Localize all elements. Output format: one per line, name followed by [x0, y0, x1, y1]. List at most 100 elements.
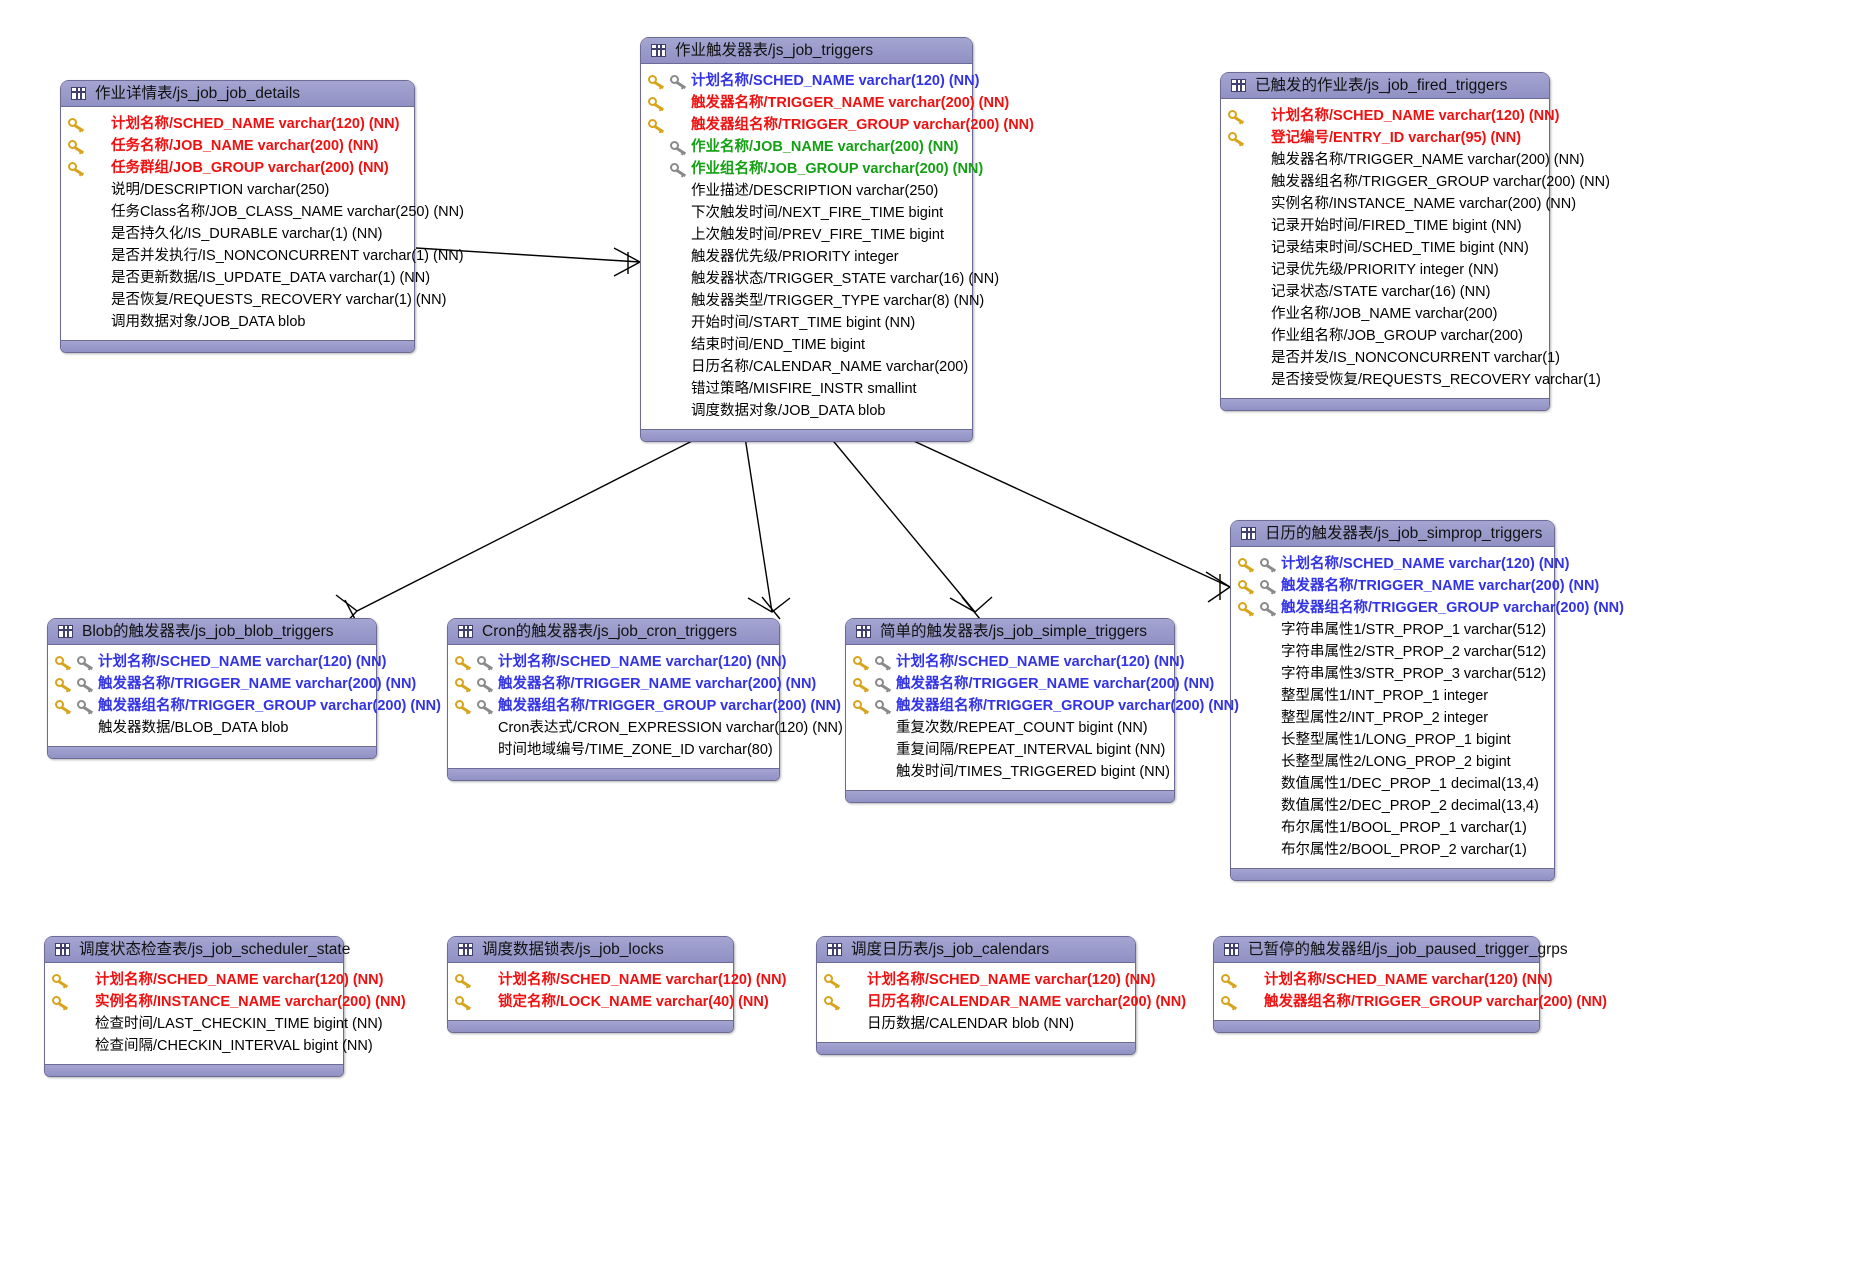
- entity-js-job-cron-triggers[interactable]: Cron的触发器表/js_job_cron_triggers 计划名称/SCHED…: [447, 618, 843, 781]
- entity-header[interactable]: 已触发的作业表/js_job_fired_triggers: [1221, 73, 1549, 99]
- entity-field-row[interactable]: 日历名称/CALENDAR_NAME varchar(200): [641, 356, 972, 378]
- entity-field-row[interactable]: 触发器数据/BLOB_DATA blob: [48, 717, 376, 739]
- entity-field-row[interactable]: 整型属性2/INT_PROP_2 integer: [1231, 707, 1554, 729]
- entity-field-row[interactable]: 数值属性2/DEC_PROP_2 decimal(13,4): [1231, 795, 1554, 817]
- entity-field-row[interactable]: 是否持久化/IS_DURABLE varchar(1) (NN): [61, 223, 414, 245]
- entity-js-job-fired-triggers[interactable]: 已触发的作业表/js_job_fired_triggers 计划名称/SCHED_…: [1220, 72, 1610, 411]
- entity-field-row[interactable]: 记录开始时间/FIRED_TIME bigint (NN): [1221, 215, 1549, 237]
- entity-field-row[interactable]: 下次触发时间/NEXT_FIRE_TIME bigint: [641, 202, 972, 224]
- entity-field-row[interactable]: 重复次数/REPEAT_COUNT bigint (NN): [846, 717, 1174, 739]
- entity-field-row[interactable]: 触发器类型/TRIGGER_TYPE varchar(8) (NN): [641, 290, 984, 312]
- entity-field-row[interactable]: 触发时间/TIMES_TRIGGERED bigint (NN): [846, 761, 1174, 783]
- entity-js-job-triggers[interactable]: 作业触发器表/js_job_triggers 计划名称/SCHED_NAME va…: [640, 37, 1034, 442]
- entity-field-row[interactable]: 锁定名称/LOCK_NAME varchar(40) (NN): [448, 991, 769, 1013]
- entity-field-row[interactable]: 调度数据对象/JOB_DATA blob: [641, 400, 972, 422]
- entity-field-row[interactable]: 触发器组名称/TRIGGER_GROUP varchar(200) (NN): [48, 695, 441, 717]
- entity-field-row[interactable]: 触发器名称/TRIGGER_NAME varchar(200) (NN): [846, 673, 1214, 695]
- entity-js-job-scheduler-state[interactable]: 调度状态检查表/js_job_scheduler_state 计划名称/SCHED…: [44, 936, 406, 1077]
- entity-field-row[interactable]: 日历名称/CALENDAR_NAME varchar(200) (NN): [817, 991, 1186, 1013]
- entity-field-row[interactable]: 重复间隔/REPEAT_INTERVAL bigint (NN): [846, 739, 1174, 761]
- entity-field-row[interactable]: 任务Class名称/JOB_CLASS_NAME varchar(250) (N…: [61, 201, 464, 223]
- entity-field-row[interactable]: 上次触发时间/PREV_FIRE_TIME bigint: [641, 224, 972, 246]
- entity-field-row[interactable]: 结束时间/END_TIME bigint: [641, 334, 972, 356]
- entity-header[interactable]: 作业触发器表/js_job_triggers: [641, 38, 972, 64]
- entity-field-row[interactable]: 计划名称/SCHED_NAME varchar(120) (NN): [1214, 969, 1552, 991]
- entity-field-row[interactable]: 计划名称/SCHED_NAME varchar(120) (NN): [448, 651, 786, 673]
- entity-header[interactable]: 简单的触发器表/js_job_simple_triggers: [846, 619, 1174, 645]
- entity-header[interactable]: 日历的触发器表/js_job_simprop_triggers: [1231, 521, 1554, 547]
- entity-field-row[interactable]: 作业名称/JOB_NAME varchar(200): [1221, 303, 1549, 325]
- entity-field-row[interactable]: 长整型属性1/LONG_PROP_1 bigint: [1231, 729, 1554, 751]
- entity-js-job-locks[interactable]: 调度数据锁表/js_job_locks 计划名称/SCHED_NAME varch…: [447, 936, 786, 1033]
- entity-field-row[interactable]: 是否并发执行/IS_NONCONCURRENT varchar(1) (NN): [61, 245, 464, 267]
- entity-header[interactable]: Cron的触发器表/js_job_cron_triggers: [448, 619, 779, 645]
- entity-field-row[interactable]: 计划名称/SCHED_NAME varchar(120) (NN): [1221, 105, 1559, 127]
- entity-field-row[interactable]: 布尔属性1/BOOL_PROP_1 varchar(1): [1231, 817, 1554, 839]
- entity-field-row[interactable]: 实例名称/INSTANCE_NAME varchar(200) (NN): [45, 991, 406, 1013]
- entity-header[interactable]: 调度状态检查表/js_job_scheduler_state: [45, 937, 350, 963]
- entity-field-row[interactable]: 字符串属性2/STR_PROP_2 varchar(512): [1231, 641, 1554, 663]
- entity-field-row[interactable]: 调用数据对象/JOB_DATA blob: [61, 311, 414, 333]
- entity-field-row[interactable]: 是否并发/IS_NONCONCURRENT varchar(1): [1221, 347, 1560, 369]
- entity-js-job-simple-triggers[interactable]: 简单的触发器表/js_job_simple_triggers 计划名称/SCHED…: [845, 618, 1239, 803]
- entity-field-row[interactable]: 日历数据/CALENDAR blob (NN): [817, 1013, 1135, 1035]
- entity-field-row[interactable]: 计划名称/SCHED_NAME varchar(120) (NN): [61, 113, 414, 135]
- entity-field-row[interactable]: 长整型属性2/LONG_PROP_2 bigint: [1231, 751, 1554, 773]
- entity-field-row[interactable]: 字符串属性1/STR_PROP_1 varchar(512): [1231, 619, 1554, 641]
- entity-field-row[interactable]: 触发器名称/TRIGGER_NAME varchar(200) (NN): [448, 673, 816, 695]
- entity-field-row[interactable]: 登记编号/ENTRY_ID varchar(95) (NN): [1221, 127, 1549, 149]
- entity-field-row[interactable]: 触发器名称/TRIGGER_NAME varchar(200) (NN): [48, 673, 416, 695]
- entity-field-row[interactable]: 触发器组名称/TRIGGER_GROUP varchar(200) (NN): [1214, 991, 1607, 1013]
- entity-field-row[interactable]: 触发器名称/TRIGGER_NAME varchar(200) (NN): [1221, 149, 1584, 171]
- entity-field-row[interactable]: 任务名称/JOB_NAME varchar(200) (NN): [61, 135, 414, 157]
- entity-field-row[interactable]: 记录优先级/PRIORITY integer (NN): [1221, 259, 1549, 281]
- entity-js-job-blob-triggers[interactable]: Blob的触发器表/js_job_blob_triggers 计划名称/SCHED…: [47, 618, 441, 759]
- entity-field-row[interactable]: 触发器优先级/PRIORITY integer: [641, 246, 972, 268]
- entity-field-row[interactable]: 整型属性1/INT_PROP_1 integer: [1231, 685, 1554, 707]
- entity-field-row[interactable]: 作业组名称/JOB_GROUP varchar(200): [1221, 325, 1549, 347]
- entity-field-row[interactable]: 记录结束时间/SCHED_TIME bigint (NN): [1221, 237, 1549, 259]
- entity-header[interactable]: 调度数据锁表/js_job_locks: [448, 937, 733, 963]
- entity-field-row[interactable]: 作业名称/JOB_NAME varchar(200) (NN): [641, 136, 972, 158]
- entity-field-row[interactable]: 触发器组名称/TRIGGER_GROUP varchar(200) (NN): [641, 114, 1034, 136]
- entity-field-row[interactable]: 错过策略/MISFIRE_INSTR smallint: [641, 378, 972, 400]
- entity-field-row[interactable]: 触发器名称/TRIGGER_NAME varchar(200) (NN): [641, 92, 1009, 114]
- entity-field-row[interactable]: 计划名称/SCHED_NAME varchar(120) (NN): [45, 969, 383, 991]
- entity-field-row[interactable]: 计划名称/SCHED_NAME varchar(120) (NN): [641, 70, 979, 92]
- entity-header[interactable]: 调度日历表/js_job_calendars: [817, 937, 1135, 963]
- entity-field-row[interactable]: 触发器组名称/TRIGGER_GROUP varchar(200) (NN): [1221, 171, 1610, 193]
- entity-field-row[interactable]: 触发器名称/TRIGGER_NAME varchar(200) (NN): [1231, 575, 1599, 597]
- entity-field-row[interactable]: 触发器组名称/TRIGGER_GROUP varchar(200) (NN): [846, 695, 1239, 717]
- entity-field-row[interactable]: 触发器组名称/TRIGGER_GROUP varchar(200) (NN): [448, 695, 841, 717]
- entity-js-job-job-details[interactable]: 作业详情表/js_job_job_details 计划名称/SCHED_NAME …: [60, 80, 464, 353]
- entity-field-row[interactable]: 记录状态/STATE varchar(16) (NN): [1221, 281, 1549, 303]
- entity-field-row[interactable]: 开始时间/START_TIME bigint (NN): [641, 312, 972, 334]
- entity-field-row[interactable]: 布尔属性2/BOOL_PROP_2 varchar(1): [1231, 839, 1554, 861]
- entity-field-row[interactable]: 计划名称/SCHED_NAME varchar(120) (NN): [448, 969, 786, 991]
- entity-field-row[interactable]: 作业组名称/JOB_GROUP varchar(200) (NN): [641, 158, 983, 180]
- entity-js-job-paused-trigger-grps[interactable]: 已暂停的触发器组/js_job_paused_trigger_grps 计划名称/…: [1213, 936, 1607, 1033]
- entity-field-row[interactable]: 字符串属性3/STR_PROP_3 varchar(512): [1231, 663, 1554, 685]
- entity-field-row[interactable]: 检查间隔/CHECKIN_INTERVAL bigint (NN): [45, 1035, 373, 1057]
- entity-field-row[interactable]: 任务群组/JOB_GROUP varchar(200) (NN): [61, 157, 414, 179]
- entity-field-row[interactable]: 实例名称/INSTANCE_NAME varchar(200) (NN): [1221, 193, 1576, 215]
- entity-field-row[interactable]: 计划名称/SCHED_NAME varchar(120) (NN): [817, 969, 1155, 991]
- entity-field-row[interactable]: 作业描述/DESCRIPTION varchar(250): [641, 180, 972, 202]
- entity-header[interactable]: 已暂停的触发器组/js_job_paused_trigger_grps: [1214, 937, 1568, 963]
- entity-header[interactable]: Blob的触发器表/js_job_blob_triggers: [48, 619, 376, 645]
- entity-field-row[interactable]: 计划名称/SCHED_NAME varchar(120) (NN): [846, 651, 1184, 673]
- entity-header[interactable]: 作业详情表/js_job_job_details: [61, 81, 414, 107]
- entity-field-row[interactable]: 说明/DESCRIPTION varchar(250): [61, 179, 414, 201]
- entity-field-row[interactable]: 数值属性1/DEC_PROP_1 decimal(13,4): [1231, 773, 1554, 795]
- entity-field-row[interactable]: Cron表达式/CRON_EXPRESSION varchar(120) (NN…: [448, 717, 843, 739]
- entity-field-row[interactable]: 检查时间/LAST_CHECKIN_TIME bigint (NN): [45, 1013, 383, 1035]
- entity-field-row[interactable]: 是否恢复/REQUESTS_RECOVERY varchar(1) (NN): [61, 289, 446, 311]
- entity-js-job-calendars[interactable]: 调度日历表/js_job_calendars 计划名称/SCHED_NAME va…: [816, 936, 1186, 1055]
- entity-field-row[interactable]: 计划名称/SCHED_NAME varchar(120) (NN): [48, 651, 386, 673]
- entity-field-row[interactable]: 是否接受恢复/REQUESTS_RECOVERY varchar(1): [1221, 369, 1601, 391]
- entity-field-row[interactable]: 时间地域编号/TIME_ZONE_ID varchar(80): [448, 739, 779, 761]
- entity-field-row[interactable]: 是否更新数据/IS_UPDATE_DATA varchar(1) (NN): [61, 267, 430, 289]
- entity-field-row[interactable]: 触发器组名称/TRIGGER_GROUP varchar(200) (NN): [1231, 597, 1624, 619]
